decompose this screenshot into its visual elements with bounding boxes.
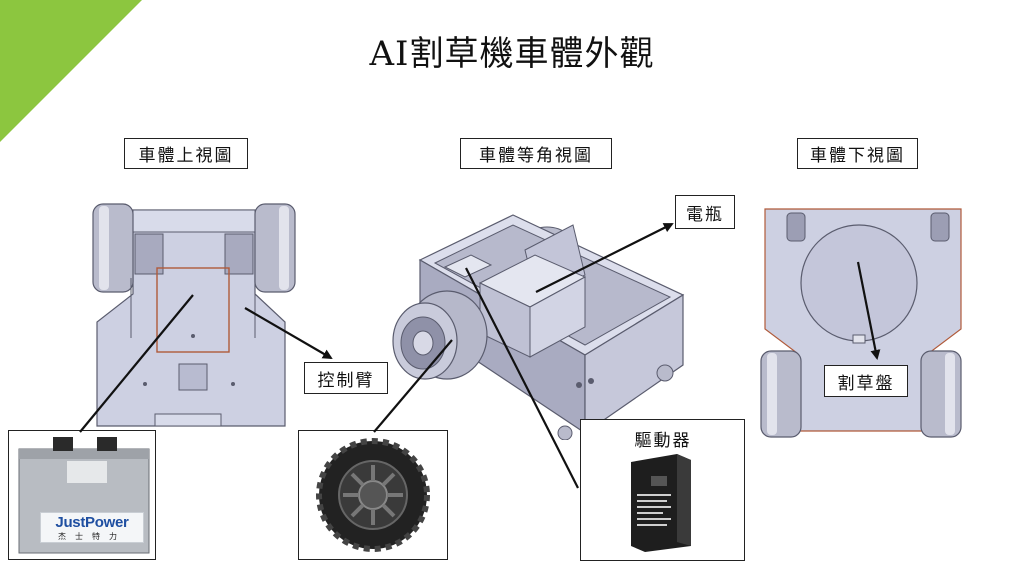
iso-view-label: 車體等角視圖: [460, 138, 612, 169]
top-view-label: 車體上視圖: [124, 138, 248, 169]
wheel-photo: [298, 430, 448, 560]
cutting-disc-label: 割草盤: [824, 365, 908, 397]
wheel-photo-illustration: [316, 438, 430, 552]
top-view-drawing: [92, 203, 296, 427]
battery-brand: JustPower: [55, 514, 129, 531]
iso-view-drawing: [392, 214, 685, 440]
bottom-view-label: 車體下視圖: [797, 138, 918, 169]
page-title: AI割草機車體外觀: [369, 34, 655, 74]
driver-photo-illustration: [631, 454, 691, 552]
control-arm-label: 控制臂: [304, 362, 388, 394]
battery-brand-sub: 杰士特力: [58, 532, 126, 541]
battery-label: 電瓶: [675, 195, 735, 229]
driver-label: 驅動器: [634, 430, 692, 451]
corner-accent: [0, 0, 142, 142]
battery-brand-label: JustPower 杰士特力: [40, 512, 144, 543]
bottom-view-drawing: [760, 208, 962, 438]
driver-photo: [580, 419, 745, 561]
